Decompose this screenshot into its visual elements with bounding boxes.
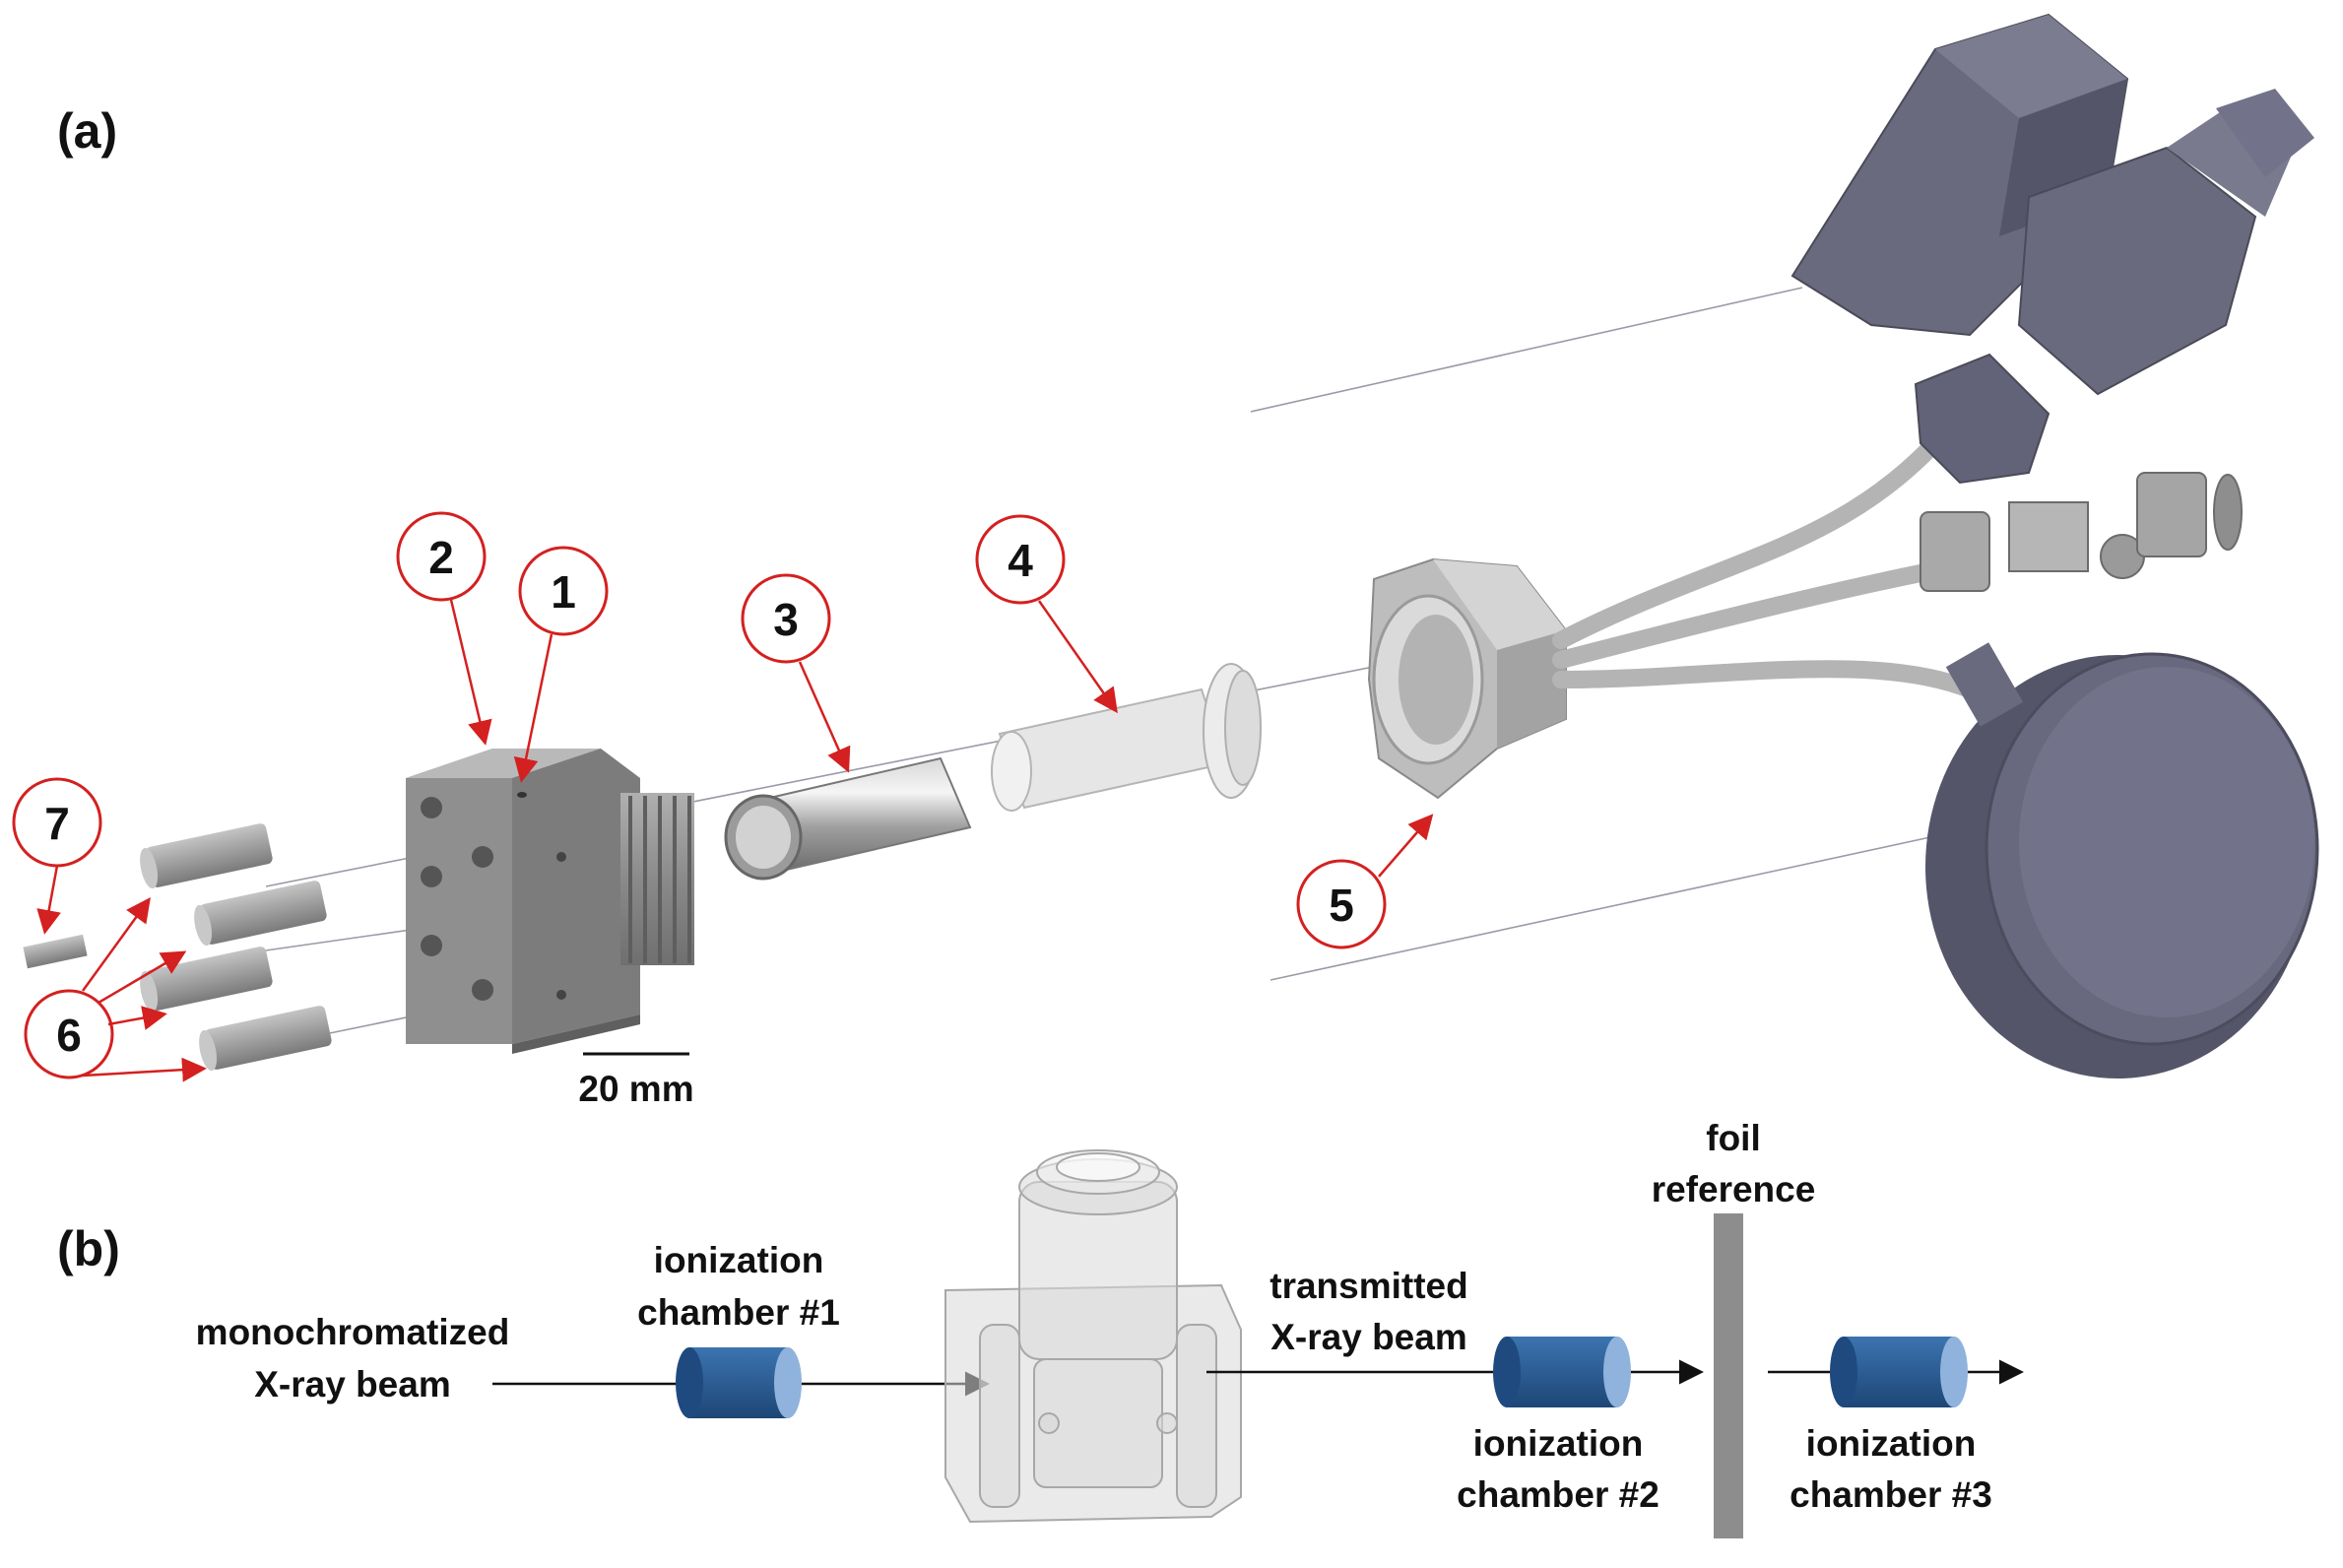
part-3-sleeve bbox=[724, 756, 972, 881]
callout-5: 5 bbox=[1296, 814, 1434, 949]
transmitted-line2: X-ray beam bbox=[1270, 1317, 1467, 1357]
svg-text:7: 7 bbox=[44, 798, 70, 849]
beam-in-line2: X-ray beam bbox=[254, 1364, 451, 1405]
valve-assembly bbox=[1790, 13, 2314, 485]
svg-text:4: 4 bbox=[1008, 535, 1033, 586]
svg-text:5: 5 bbox=[1329, 880, 1354, 931]
part-4-window-tube bbox=[991, 663, 1262, 812]
chamber-3-line2: chamber #3 bbox=[1790, 1474, 1992, 1515]
callout-1: 1 bbox=[513, 546, 609, 783]
part-1-sample-hole bbox=[517, 792, 527, 798]
callout-7: 7 bbox=[12, 777, 102, 935]
part-6-rods bbox=[140, 823, 332, 1072]
chamber-2-line1: ionization bbox=[1473, 1423, 1644, 1464]
ionization-chamber-1 bbox=[676, 1347, 802, 1418]
ionization-chamber-2 bbox=[1493, 1337, 1631, 1407]
callout-6: 6 bbox=[24, 896, 207, 1082]
callout-3: 3 bbox=[741, 573, 851, 773]
svg-text:6: 6 bbox=[56, 1010, 82, 1061]
transparent-cell bbox=[944, 1149, 1242, 1524]
scale-bar: 20 mm bbox=[578, 1052, 694, 1109]
panel-b-label: (b) bbox=[57, 1221, 120, 1276]
svg-text:2: 2 bbox=[428, 532, 454, 583]
foil-line1: foil bbox=[1706, 1118, 1760, 1158]
chamber-1-line1: ionization bbox=[654, 1240, 824, 1280]
part-5-hex-nut bbox=[1367, 557, 1567, 800]
callout-4: 4 bbox=[975, 514, 1118, 714]
chamber-3-line1: ionization bbox=[1806, 1423, 1977, 1464]
foil-line2: reference bbox=[1652, 1169, 1816, 1209]
part-2-cell-block bbox=[406, 749, 694, 1054]
hose-fitting bbox=[1920, 472, 2243, 592]
svg-text:1: 1 bbox=[551, 566, 576, 618]
foil-reference-plate bbox=[1714, 1213, 1743, 1538]
panel-a-label: (a) bbox=[57, 103, 117, 159]
part-7-rod bbox=[23, 934, 88, 969]
svg-text:3: 3 bbox=[773, 594, 799, 645]
chamber-1-line2: chamber #1 bbox=[637, 1292, 840, 1333]
chamber-2-line2: chamber #2 bbox=[1457, 1474, 1660, 1515]
transmitted-line1: transmitted bbox=[1269, 1266, 1467, 1306]
callout-2: 2 bbox=[396, 511, 492, 746]
svg-text:20 mm: 20 mm bbox=[578, 1069, 693, 1109]
pressure-gauge bbox=[1925, 642, 2319, 1078]
ionization-chamber-3 bbox=[1830, 1337, 1968, 1407]
beam-in-line1: monochromatized bbox=[196, 1312, 510, 1352]
gas-hoses bbox=[1552, 400, 1979, 698]
